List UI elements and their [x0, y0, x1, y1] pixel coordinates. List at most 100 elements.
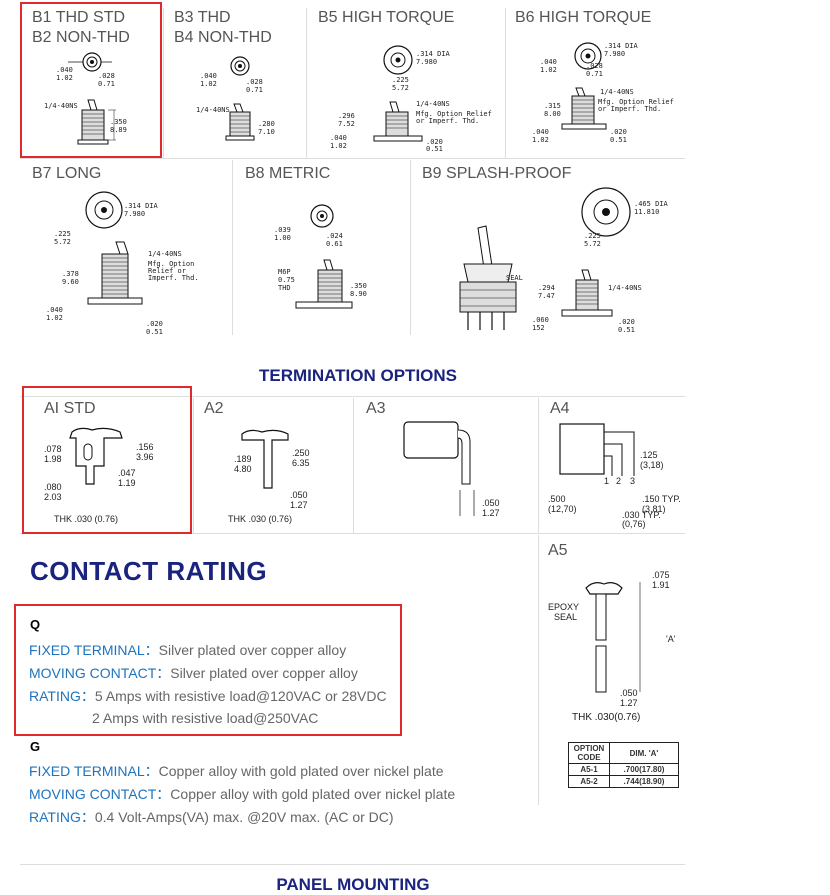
dimension-label: .225	[54, 230, 71, 238]
grid-divider	[232, 160, 233, 335]
dimension-label: .125	[640, 450, 658, 460]
a4-title: A4	[550, 400, 570, 417]
dimension-label: 4.80	[234, 464, 252, 474]
dimension-label: M6P	[278, 268, 291, 276]
dimension-label: .020	[610, 128, 627, 136]
dimension-label: 8.00	[544, 110, 561, 118]
a5-thk-note: THK .030(0.76)	[572, 712, 641, 723]
dimension-label: .050	[620, 688, 638, 698]
b7-drawing: .314 DIA 7.980 .225 5.72 1/4-40NS Mfg. O…	[46, 191, 199, 336]
dimension-label: .314 DIA	[604, 42, 639, 50]
grid-divider	[538, 535, 539, 805]
q-rating-2: 2 Amps with resistive load@250VAC	[92, 710, 319, 726]
a1-title: AI STD	[44, 400, 96, 417]
dimension-label: .024	[326, 232, 343, 240]
b3-dim: 7.10	[258, 128, 275, 136]
dimension-label: 2.03	[44, 492, 62, 502]
grid-divider	[505, 8, 506, 158]
b3-dim: .040	[200, 72, 217, 80]
dimension-label: 1.02	[330, 142, 347, 150]
b3-drawing: .040 1.02 .028 0.71 1/4-40NS .280 7.10	[196, 56, 275, 141]
dimension-label: SEAL	[506, 274, 523, 282]
dimension-label: 'A'	[666, 634, 676, 644]
b7-title: B7 LONG	[32, 165, 102, 182]
dimension-label: .378	[62, 270, 79, 278]
dimension-label: .250	[292, 448, 310, 458]
b5-drawing: .314 DIA 7.980 .225 5.72 1/4-40NS Mfg. O…	[330, 45, 492, 153]
dimension-label: 0.71	[586, 70, 603, 78]
g-fixed-terminal: FIXED TERMINAL：Copper alloy with gold pl…	[29, 763, 444, 779]
dimension-label: .075	[652, 570, 670, 580]
dimension-label: 0.51	[426, 145, 443, 153]
dimension-label: THK .030 (0.76)	[228, 514, 292, 524]
dimension-label: 0.51	[146, 328, 163, 336]
dimension-label: 1.98	[44, 454, 62, 464]
a4-drawing: .125 (3,18) 1 2 3 .500 (12,70) .150 TYP.…	[548, 423, 681, 529]
dimension-label: 1	[604, 476, 609, 486]
dimension-label: 1.27	[290, 500, 308, 510]
dimension-label: 0.51	[610, 136, 627, 144]
dimension-label: 1.02	[532, 136, 549, 144]
b6-title: B6 HIGH TORQUE	[515, 9, 652, 26]
table-header-row: OPTION CODE DIM. 'A'	[568, 742, 679, 764]
dimension-label: THD	[278, 284, 291, 292]
dimension-label: Mfg. Option	[148, 260, 194, 268]
dimension-label: 3.96	[136, 452, 154, 462]
dimension-label: .020	[618, 318, 635, 326]
selected-option-highlight	[22, 386, 192, 534]
b3-dim: 0.71	[246, 86, 263, 94]
dimension-label: .080	[44, 482, 62, 492]
b1-title: B1 THD STD B2 NON-THD	[32, 9, 130, 46]
a5-drawing: .075 1.91 EPOXY SEAL 'A' .050 1.27	[548, 570, 676, 708]
rating-code-q: Q	[30, 617, 41, 632]
dimension-label: (3,81)	[642, 504, 666, 514]
dimension-label: 2	[616, 476, 621, 486]
selected-option-highlight	[14, 604, 402, 736]
b3-dim: .280	[258, 120, 275, 128]
dimension-label: or Imperf. Thd.	[416, 117, 479, 125]
table-cell: .700(17.80)	[609, 763, 679, 776]
dimension-label: 1.27	[620, 698, 638, 708]
grid-divider	[353, 398, 354, 533]
grid-divider	[193, 398, 194, 533]
b9-drawing: SEAL .465 DIA 11.810 .225 5.72 .294 7.47…	[459, 187, 669, 334]
grid-divider	[20, 158, 685, 159]
table-row: A5-2 .744(18.90)	[568, 775, 679, 788]
q-moving-contact: MOVING CONTACT：Silver plated over copper…	[29, 665, 358, 681]
dimension-label: 152	[532, 324, 545, 332]
b8-drawing: .039 1.00 .024 0.61 M6P 0.75 THD .350 8.…	[274, 204, 367, 309]
dimension-label: 9.60	[62, 278, 79, 286]
dimension-label: .050	[482, 498, 500, 508]
panel-mounting-heading: PANEL MOUNTING	[276, 875, 430, 894]
b3-dim: 1/4-40NS	[196, 106, 230, 114]
b3-dim: .028	[246, 78, 263, 86]
dimension-label: .189	[234, 454, 252, 464]
dimension-label: 1.27	[482, 508, 500, 518]
dimension-label: 1.19	[118, 478, 136, 488]
dimension-label: .060	[532, 316, 549, 324]
b1-dim: 8.89	[110, 126, 127, 134]
dimension-label: 1.91	[652, 580, 670, 590]
dimension-label: 6.35	[292, 458, 310, 468]
a5-option-table: OPTION CODE DIM. 'A' A5-1 .700(17.80) A5…	[568, 742, 679, 788]
dimension-label: .315	[544, 102, 561, 110]
grid-divider	[20, 396, 685, 397]
b1-dim: .350	[110, 118, 127, 126]
b1-dim: 1.02	[56, 74, 73, 82]
q-fixed-terminal: FIXED TERMINAL：Silver plated over copper…	[29, 642, 347, 658]
grid-divider	[20, 533, 685, 534]
table-cell: A5-2	[568, 775, 610, 788]
dimension-label: .020	[426, 138, 443, 146]
dimension-label: .040	[46, 306, 63, 314]
dimension-label: 5.72	[392, 84, 409, 92]
dimension-label: or Imperf. Thd.	[598, 105, 661, 113]
dimension-label: 7.980	[124, 210, 145, 218]
dimension-label: EPOXY	[548, 602, 579, 612]
dimension-label: .314 DIA	[416, 50, 451, 58]
dimension-label: .050	[290, 490, 308, 500]
g-moving-contact: MOVING CONTACT：Copper alloy with gold pl…	[29, 786, 456, 802]
grid-divider	[538, 398, 539, 533]
dimension-label: .465 DIA	[634, 200, 669, 208]
b5-title: B5 HIGH TORQUE	[318, 9, 455, 26]
a3-drawing: .050 1.27	[403, 421, 500, 518]
